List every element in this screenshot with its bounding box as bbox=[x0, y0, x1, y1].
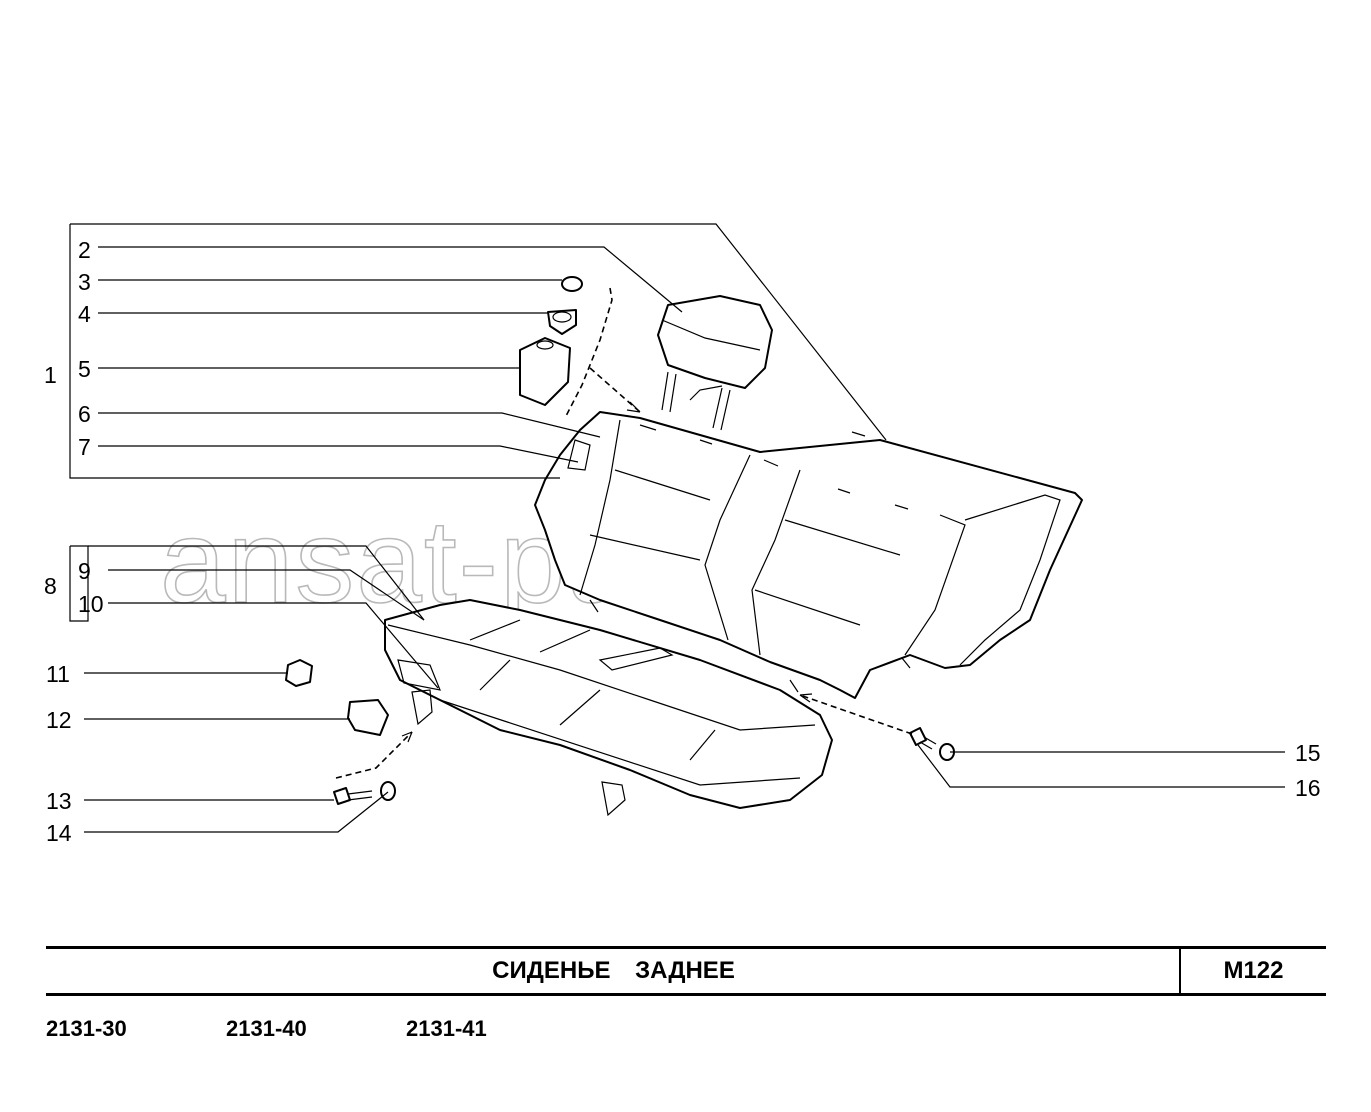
callout-11: 11 bbox=[46, 661, 70, 687]
callout-5: 5 bbox=[78, 356, 91, 382]
callout-2: 2 bbox=[78, 237, 91, 263]
callout-9: 9 bbox=[78, 558, 91, 584]
callout-13: 13 bbox=[46, 788, 72, 814]
model-code-1: 2131-30 bbox=[46, 1016, 127, 1041]
headrest bbox=[657, 295, 773, 431]
leader-lines bbox=[69, 223, 1285, 833]
callout-10: 10 bbox=[78, 591, 104, 617]
small-parts-lower bbox=[285, 659, 389, 736]
callout-14: 14 bbox=[46, 820, 72, 846]
diagram-title: СИДЕНЬЕ ЗАДНЕЕ bbox=[492, 957, 735, 984]
cushion bbox=[384, 599, 833, 817]
callout-16: 16 bbox=[1295, 775, 1321, 801]
title-divider bbox=[1179, 949, 1181, 993]
diagram-code: М122 bbox=[1223, 957, 1284, 984]
callout-8: 8 bbox=[44, 573, 57, 599]
backrest bbox=[534, 411, 1083, 699]
callout-7: 7 bbox=[78, 434, 91, 460]
model-code-3: 2131-41 bbox=[406, 1016, 487, 1041]
callout-1: 1 bbox=[44, 362, 57, 388]
small-parts-upper bbox=[519, 276, 583, 406]
callout-6: 6 bbox=[78, 401, 91, 427]
assembly-line-bolt-lower bbox=[335, 731, 413, 779]
callout-3: 3 bbox=[78, 269, 91, 295]
model-code-2: 2131-40 bbox=[226, 1016, 307, 1041]
callouts: 1 2 3 4 5 6 7 8 9 10 11 12 13 14 15 16 bbox=[44, 237, 1321, 846]
callout-15: 15 bbox=[1295, 740, 1321, 766]
title-block: СИДЕНЬЕ ЗАДНЕЕ М122 bbox=[46, 946, 1326, 996]
assembly-arrow-headrest bbox=[589, 367, 641, 413]
callout-12: 12 bbox=[46, 707, 72, 733]
assembly-line-headrest bbox=[564, 287, 613, 419]
callout-4: 4 bbox=[78, 301, 91, 327]
